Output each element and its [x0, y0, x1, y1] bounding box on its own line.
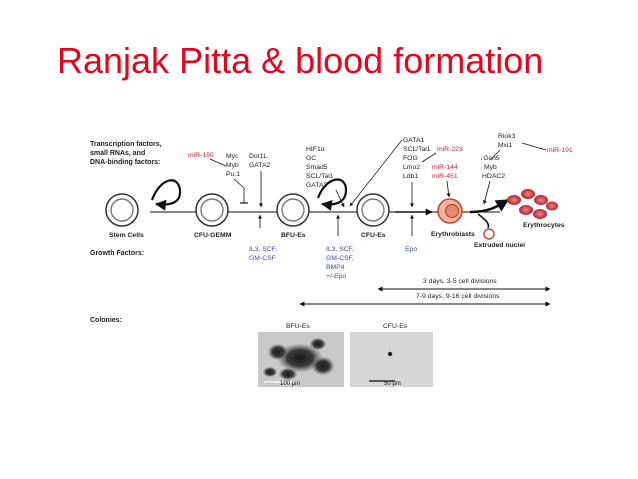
factor-riok3: Riok3 [498, 133, 516, 140]
arrow-to-erythrocytes [469, 198, 510, 214]
factor-myc: Myc [226, 153, 239, 160]
gata1-to-bfu-arrow [349, 139, 403, 207]
riok3-inhibition [489, 149, 501, 161]
stage-cfu-es: CFU-Es [361, 232, 386, 239]
factor-fog: FOG [403, 155, 418, 162]
factor-mir-191: miR-191 [547, 147, 573, 154]
self-renewal-arrow-2 [316, 178, 348, 211]
arrow-to-extruded [477, 213, 490, 229]
gf1-line2: GM-CSF [249, 255, 276, 262]
bfu-es-cell [276, 193, 310, 227]
colony-cfu-label: CFU-Es [383, 323, 408, 330]
extruded-nucleus [483, 228, 495, 240]
header-dna-binding: DNA-binding factors: [90, 159, 160, 166]
factor-gata2-b: GATA2 [306, 182, 327, 189]
factor-hdac2: HDAC2 [482, 173, 505, 180]
gf2-line3: BMP4 [326, 264, 345, 271]
gf2-line4: +/-Epo [326, 273, 346, 280]
gf3-epo: Epo [405, 246, 417, 253]
hif1a-arrow [335, 189, 345, 208]
mir-191-inhibition [521, 142, 547, 151]
gf2-line1: IL3, SCF, [326, 246, 354, 253]
stage-erythroblasts: Erythroblasts [431, 231, 475, 238]
gf2-line2: GM-CSF, [326, 255, 354, 262]
factor-gcn5: ↓Gcn5 [480, 155, 500, 162]
factor-mir-144: miR-144 [432, 164, 458, 171]
mir-223-inhibition [421, 152, 437, 163]
cfu-scale-label: 50 μm [384, 381, 401, 387]
erythroblast-cell [437, 198, 463, 224]
stage-stem-cells: Stem Cells [109, 232, 144, 239]
cfu-es-micrograph [350, 332, 433, 387]
colony-bfu-label: BFU-Es [286, 323, 310, 330]
cfu-es-cell [356, 193, 390, 227]
factor-scl-tal1-b: SCL/Tal1 [403, 146, 431, 153]
factor-myb-b: Myb [484, 164, 497, 171]
mir-150-inhibition [209, 158, 227, 167]
factor-mir-150: miR-150 [188, 152, 214, 159]
header-colonies: Colonies: [90, 317, 122, 324]
timeline-7-9-days: 7-9 days, 9-16 cell divisions [416, 293, 500, 300]
bfu-es-micrograph [258, 332, 344, 387]
stage-cfu-gemm: CFU-GEMM [194, 232, 232, 239]
factor-smad5: Smad5 [306, 164, 328, 171]
self-renewal-arrow-1 [150, 179, 182, 211]
factor-myb: Myb [226, 162, 239, 169]
gcn5-arrow [482, 180, 491, 205]
cfu-gemm-cell [195, 193, 229, 227]
header-growth-factors: Growth Factors: [90, 250, 144, 257]
header-transcription-factors: Transcription factors, [90, 141, 162, 148]
factor-gata1: GATA1 [403, 137, 424, 144]
factor-pu1: Pu.1 [226, 171, 240, 178]
stem-cell [105, 193, 139, 227]
slide-title: Ranjak Pitta & blood formation [57, 40, 544, 81]
mir-144-arrow [446, 180, 451, 198]
factor-mxi1: Mxi1 [498, 142, 513, 149]
erythrocyte-cluster [507, 189, 558, 219]
factor-mir-223: miR-223 [437, 146, 463, 153]
stage-bfu-es: BFU-Es [281, 232, 306, 239]
header-small-rnas: small RNAs, and [90, 150, 145, 157]
gf1-line1: IL3, SCF, [249, 246, 277, 253]
bfu-scale-label: 100 μm [280, 381, 300, 387]
stage-erythrocytes: Erythrocytes [523, 222, 565, 229]
factor-scl-tal1: SCL/Tal1 [306, 173, 334, 180]
factor-dot1l: Dot1L [249, 153, 267, 160]
factor-mir-451: miR-451 [432, 173, 458, 180]
myc-inhibition-line [233, 178, 245, 203]
stage-extruded-nuclei: Extruded nuclei [474, 242, 525, 249]
factor-gc: GC [306, 155, 316, 162]
timeline-3-days: 3 days, 3-5 cell divisions [423, 278, 497, 285]
factor-lmo2: Lmo2 [403, 164, 420, 171]
factor-gata2: GATA2 [249, 162, 270, 169]
factor-hif1a: HIF1α [306, 146, 325, 153]
factor-ldb1: Ldb1 [403, 173, 418, 180]
